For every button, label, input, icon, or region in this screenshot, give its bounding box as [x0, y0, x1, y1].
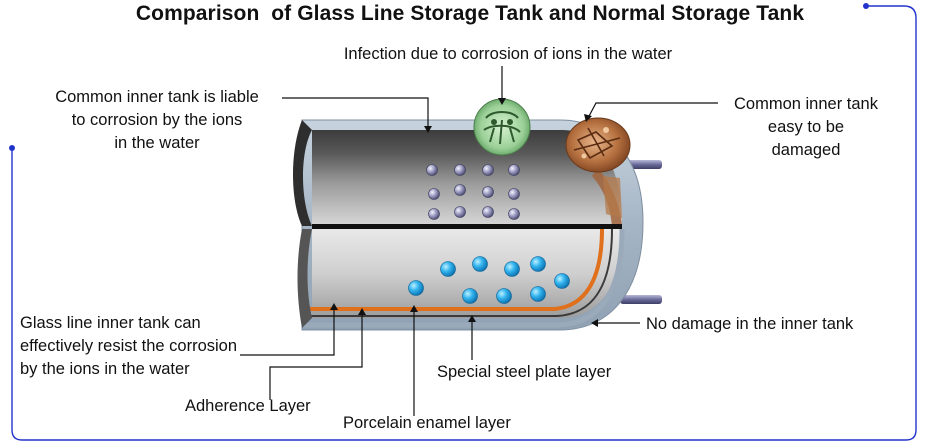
- porcelain-enamel-layer: [302, 228, 604, 311]
- ion-icon: [426, 164, 438, 176]
- rust-damage-icon: [565, 117, 631, 173]
- ion-icon: [508, 188, 520, 200]
- leader-common-liable: [282, 97, 429, 130]
- water-drop-icon: [472, 256, 488, 272]
- tank-mouth-lower: [297, 229, 312, 328]
- label-glass-resist-line2: effectively resist the corrosion: [20, 337, 238, 355]
- ion-icon: [508, 164, 520, 176]
- steel-plate-layer: [302, 228, 625, 328]
- leader-glass-resist: [240, 308, 335, 356]
- ion-icon: [454, 164, 466, 176]
- label-common-liable: Common inner tank is liable to corrosion…: [32, 86, 282, 155]
- ion-icon: [428, 188, 440, 200]
- frame-dot-left: [9, 145, 15, 151]
- label-glass-resist-line3: by the ions in the water: [20, 360, 190, 378]
- label-common-damaged-line3: damaged: [771, 141, 841, 159]
- label-porcelain: Porcelain enamel layer: [343, 414, 511, 432]
- label-adherence: Adherence Layer: [185, 397, 311, 415]
- ion-icon: [482, 206, 494, 218]
- label-no-damage: No damage in the inner tank: [646, 315, 854, 333]
- label-common-liable-line1: Common inner tank is liable: [55, 88, 259, 106]
- rust-flakes: [603, 176, 622, 218]
- label-infection: Infection due to corrosion of ions in th…: [343, 45, 673, 63]
- page-title: Comparison of Glass Line Storage Tank an…: [135, 2, 805, 25]
- leader-adherence: [269, 313, 363, 400]
- water-drop-icon: [554, 273, 570, 289]
- leader-common-damaged: [587, 102, 718, 119]
- water-drop-icon: [440, 261, 456, 277]
- label-glass-resist: Glass line inner tank can effectively re…: [20, 312, 237, 381]
- frame-line: [11, 5, 917, 441]
- ion-icon: [482, 186, 494, 198]
- ion-icon: [454, 184, 466, 196]
- tank-divider: [312, 224, 622, 229]
- water-drop-icon: [462, 288, 478, 304]
- frame-dot-top: [863, 3, 869, 9]
- glass-line-inner-tank: [312, 229, 622, 318]
- water-drop-icon: [504, 261, 520, 277]
- ion-icon: [428, 208, 440, 220]
- common-inner-tank: [312, 130, 622, 226]
- label-common-damaged: Common inner tank easy to be damaged: [718, 93, 894, 162]
- water-drop-icon: [530, 286, 546, 302]
- tank-mouth-upper: [293, 120, 312, 226]
- leader-lines: [240, 66, 718, 416]
- label-steel-plate: Special steel plate layer: [437, 363, 612, 381]
- pipe-icon: [620, 295, 662, 304]
- ion-icon: [508, 208, 520, 220]
- label-common-damaged-line2: easy to be: [767, 118, 845, 136]
- label-glass-resist-line1: Glass line inner tank can: [20, 314, 201, 332]
- label-common-liable-line3: in the water: [114, 134, 200, 152]
- water-drop-group: [408, 256, 570, 304]
- water-drop-icon: [496, 288, 512, 304]
- water-drop-icon: [530, 256, 546, 272]
- bacteria-icon: [473, 98, 531, 156]
- label-common-liable-line2: to corrosion by the ions: [71, 111, 243, 129]
- adherence-layer: [302, 228, 613, 317]
- label-common-damaged-line1: Common inner tank: [734, 95, 878, 113]
- leader-arrowheads: [330, 98, 598, 327]
- water-drop-icon: [408, 280, 424, 296]
- ion-group: [426, 164, 520, 220]
- ion-icon: [482, 164, 494, 176]
- ion-icon: [454, 206, 466, 218]
